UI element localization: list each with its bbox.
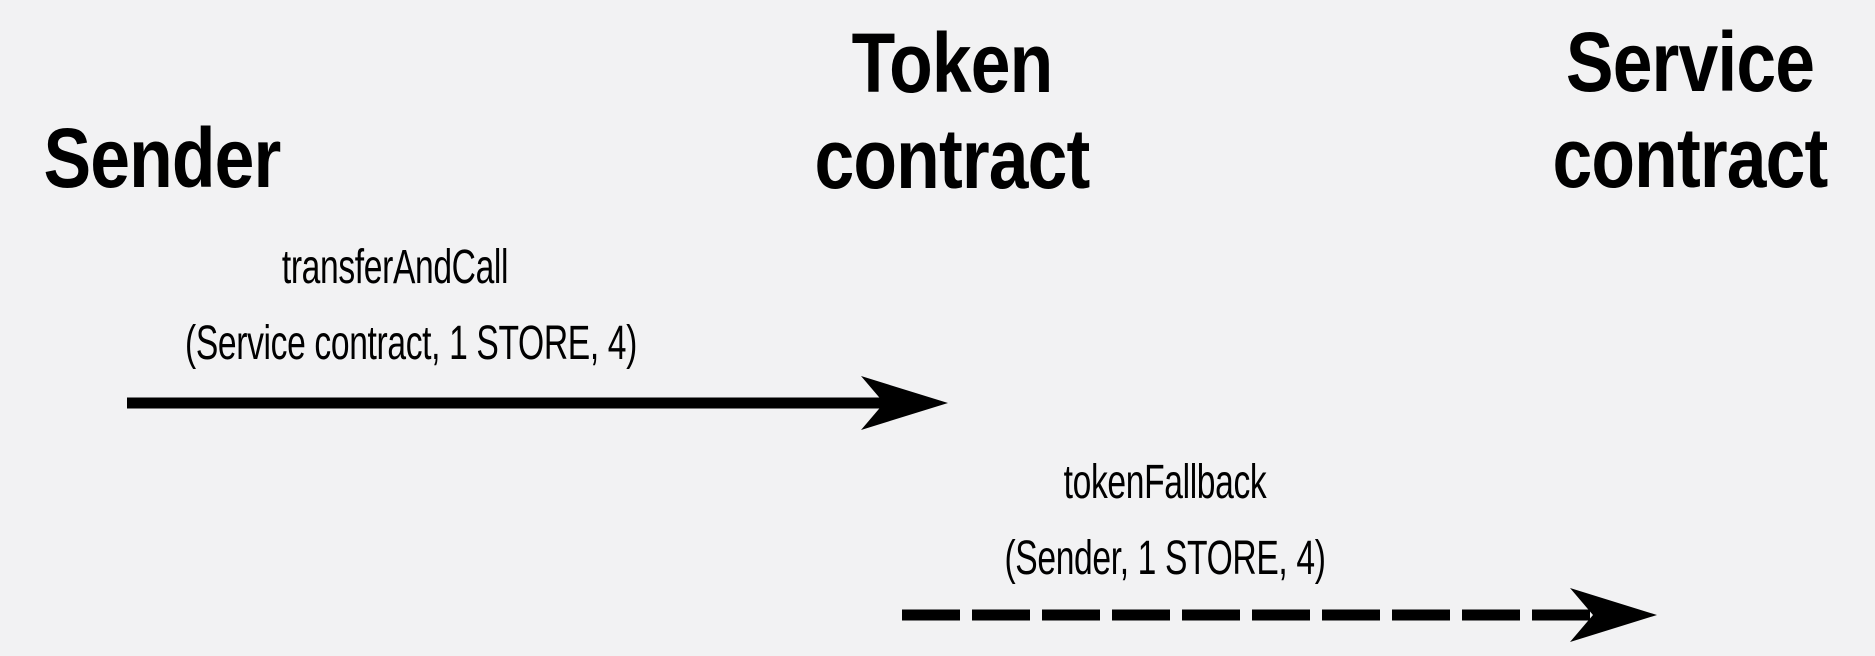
token-fallback-arrow	[902, 588, 1657, 642]
actor-token-contract-label-line1: Token	[851, 16, 1054, 110]
message-tokenfallback-args: (Sender, 1 STORE, 4)	[1004, 532, 1326, 585]
dashed-arrowhead-icon	[1570, 588, 1657, 642]
actor-token-contract: Token contract	[782, 15, 1122, 207]
message-tokenfallback: tokenFallback (Sender, 1 STORE, 4)	[955, 445, 1375, 597]
solid-arrowhead-icon	[861, 376, 948, 430]
actor-sender: Sender	[43, 111, 282, 205]
message-transferandcall: transferAndCall (Service contract, 1 STO…	[185, 230, 637, 382]
message-transferandcall-name: transferAndCall	[281, 241, 509, 294]
message-transferandcall-args: (Service contract, 1 STORE, 4)	[185, 317, 637, 370]
actor-service-contract: Service contract	[1520, 14, 1860, 206]
message-tokenfallback-name: tokenFallback	[1063, 456, 1267, 509]
actor-service-contract-label-line2: contract	[1552, 111, 1829, 205]
actor-sender-label: Sender	[43, 111, 282, 205]
actor-service-contract-label-line1: Service	[1565, 15, 1815, 109]
transfer-and-call-arrow	[127, 376, 948, 430]
actor-token-contract-label-line2: contract	[814, 112, 1091, 206]
